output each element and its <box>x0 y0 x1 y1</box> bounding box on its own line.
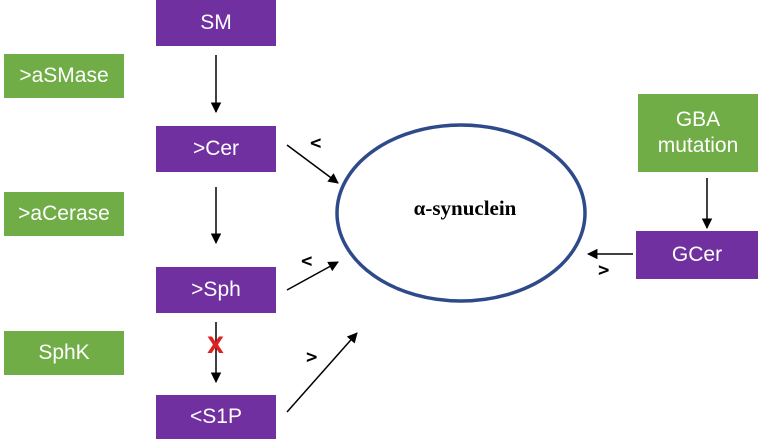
enzyme-sphk: SphK <box>4 331 124 375</box>
enzyme-asmase: >aSMase <box>4 54 124 98</box>
synuclein-ellipse <box>335 123 587 303</box>
gba-label: GBA <box>675 107 721 131</box>
mutation-label: mutation <box>657 134 739 157</box>
enzyme-acerase: >aCerase <box>4 192 124 236</box>
node-cer: >Cer <box>156 126 276 172</box>
effect-sign-cer: < <box>310 132 322 154</box>
effect-sign-gcer: > <box>598 259 610 281</box>
effect-sign-sph: < <box>301 250 313 272</box>
node-sm: SM <box>156 0 276 46</box>
node-s1p: <S1P <box>156 395 276 439</box>
arrow-cer-to-synuclein <box>286 144 339 184</box>
arrow-s1p-to-synuclein <box>286 332 358 413</box>
enzyme-gba-mutation: GBA mutation <box>638 94 758 172</box>
synuclein-label: α-synuclein <box>413 196 517 220</box>
arrow-sph-to-synuclein <box>286 261 339 291</box>
node-sph: >Sph <box>156 267 276 313</box>
blocked-x-icon: X <box>207 334 224 359</box>
effect-sign-s1p: > <box>306 346 318 368</box>
node-gcer: GCer <box>636 231 758 279</box>
